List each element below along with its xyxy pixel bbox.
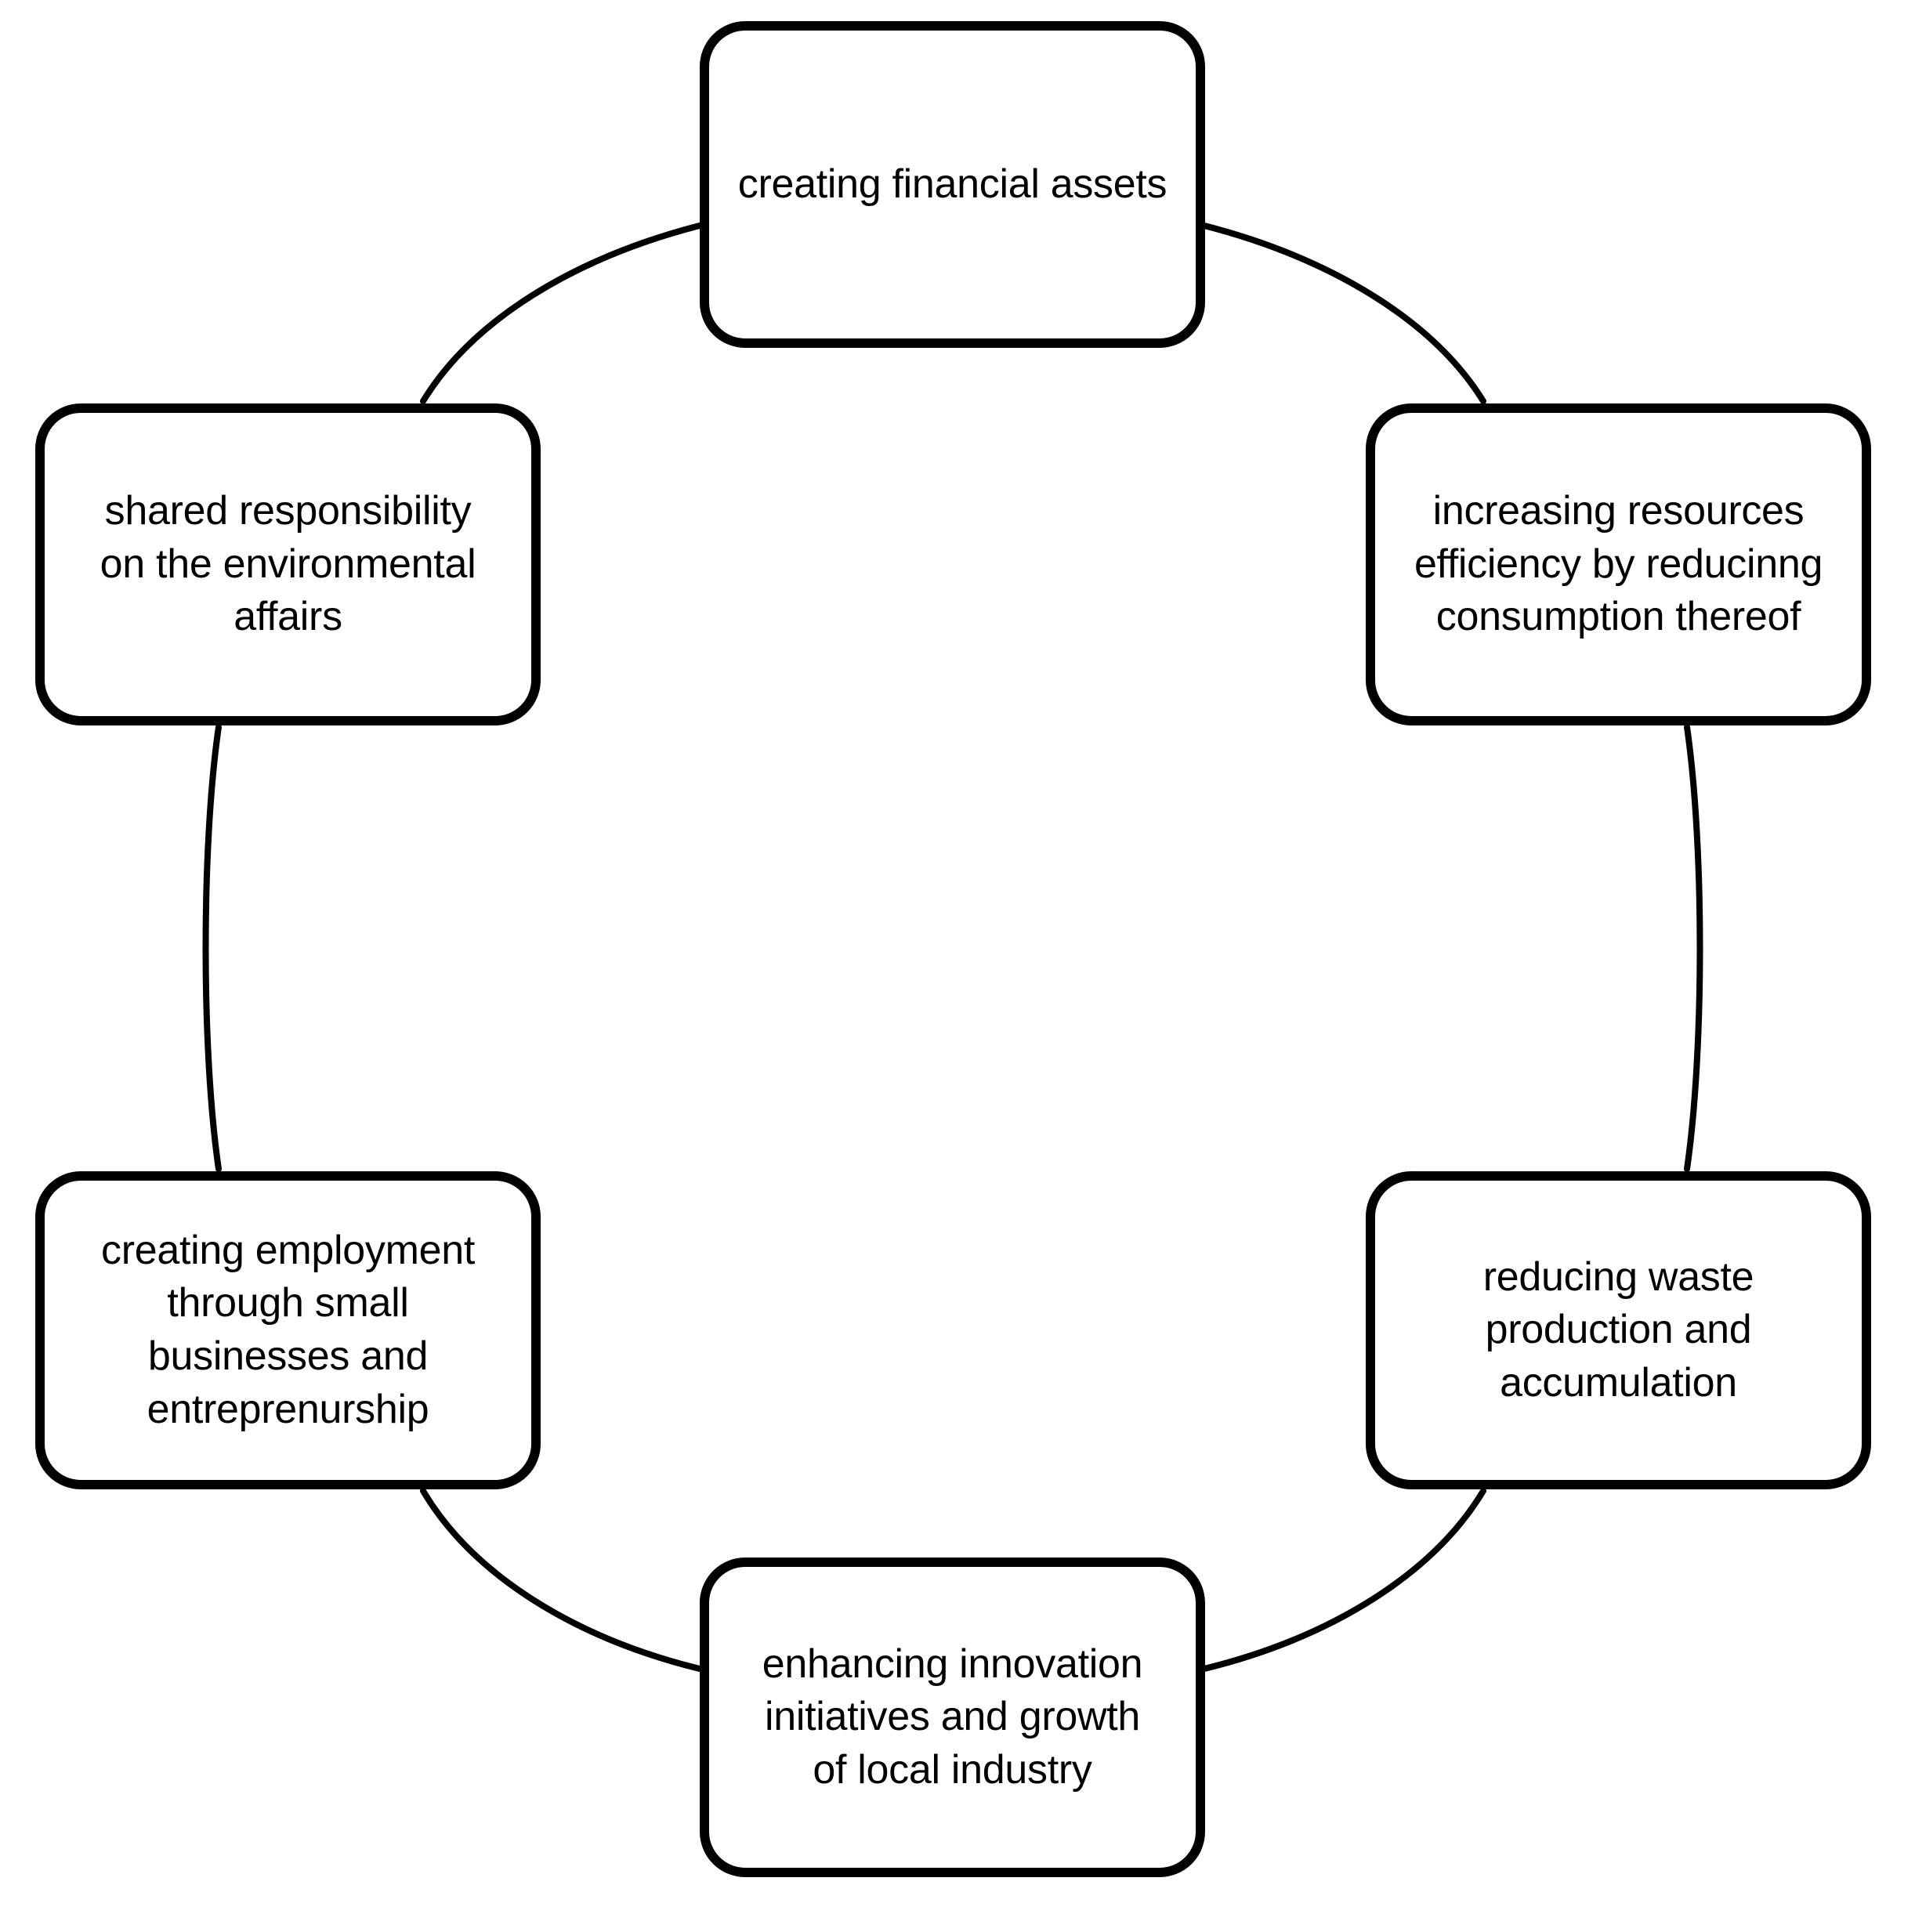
connector-arc-top-to-right xyxy=(1201,223,1486,404)
connector-arc-left-to-top xyxy=(420,223,703,404)
node-label: reducing waste production and accumulati… xyxy=(1482,1254,1754,1406)
node-shared-responsibility-environmental[interactable]: shared responsibility on the environment… xyxy=(35,403,541,725)
connector-arc-bottom-right-to-bottom xyxy=(1201,1488,1486,1672)
node-increasing-resources-efficiency[interactable]: increasing resources efficiency by reduc… xyxy=(1366,403,1871,725)
connector-arc-bottom-to-bottom-left xyxy=(420,1488,703,1672)
node-label: increasing resources efficiency by reduc… xyxy=(1414,488,1823,640)
node-reducing-waste-production[interactable]: reducing waste production and accumulati… xyxy=(1366,1171,1871,1489)
node-label: creating financial assets xyxy=(737,161,1167,207)
node-label: shared responsibility on the environment… xyxy=(100,488,476,640)
node-label: enhancing innovation initiatives and gro… xyxy=(762,1641,1143,1793)
connector-arc-right-to-bottom-right xyxy=(1684,724,1703,1172)
connector-arc-bottom-left-to-left xyxy=(202,724,222,1172)
node-creating-employment[interactable]: creating employment through small busine… xyxy=(35,1171,541,1489)
node-creating-financial-assets[interactable]: creating financial assets xyxy=(700,21,1205,348)
node-label: creating employment through small busine… xyxy=(101,1227,475,1432)
node-enhancing-innovation-initiatives[interactable]: enhancing innovation initiatives and gro… xyxy=(700,1558,1205,1877)
